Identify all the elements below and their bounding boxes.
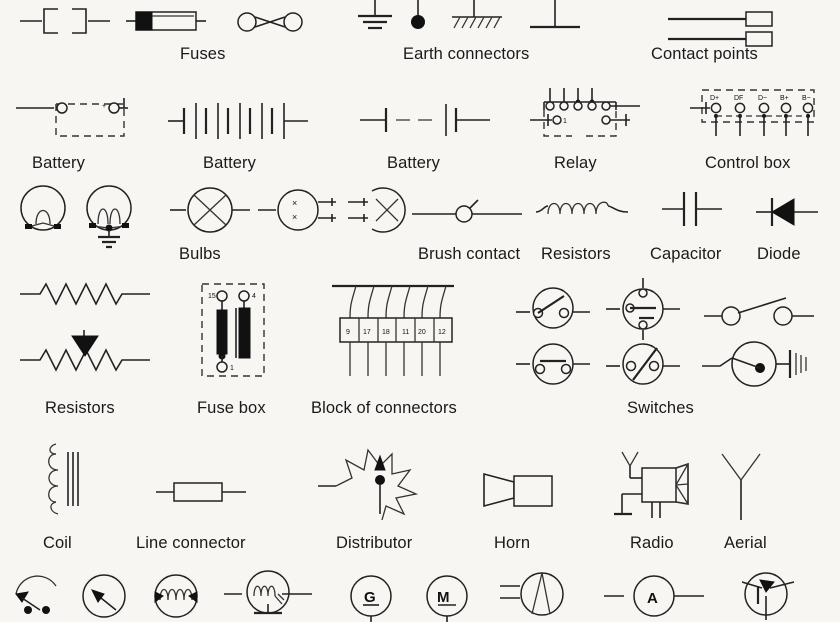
contact-breaker-symbol	[6, 572, 68, 620]
terminal-label-d-minus: D−	[758, 95, 767, 102]
terminal-label-b-minus: B−	[802, 95, 811, 102]
bulb-double-cross-symbol: × ×	[258, 186, 342, 234]
gauge-needle-symbol	[78, 574, 130, 622]
caption-coil: Coil	[43, 534, 72, 552]
earth-hatched-symbol	[350, 0, 400, 34]
solenoid-in-circle-symbol	[146, 574, 206, 622]
fuse-bowtie-symbol	[236, 10, 304, 34]
aerial-symbol	[712, 452, 772, 522]
battery-multi-cell-symbol	[168, 100, 308, 142]
battery-box-symbol: +	[16, 96, 142, 144]
fuse-box-symbol: 15 4 1	[198, 282, 268, 380]
block-of-connectors-symbol: 9 17 18 11 20 12	[328, 280, 470, 380]
caption-distributor: Distributor	[336, 534, 413, 552]
contact-points-symbol-pair	[660, 10, 790, 50]
bulb-single-filament-symbol	[14, 182, 72, 238]
radio-symbol	[608, 451, 694, 522]
switch-single-pole-symbol	[516, 284, 590, 332]
caption-control-box: Control box	[705, 154, 791, 172]
svg-text:12: 12	[438, 329, 446, 336]
brush-contact-symbol	[412, 194, 522, 226]
resistor-zigzag-symbol	[20, 278, 150, 310]
svg-text:9: 9	[346, 329, 350, 336]
battery-single-cell-symbol	[360, 102, 490, 138]
svg-text:×: ×	[292, 212, 297, 222]
svg-text:17: 17	[363, 329, 371, 336]
bulb-twin-filament-earthed-symbol	[78, 182, 140, 254]
distributor-symbol	[318, 448, 432, 521]
motor-symbol: M	[424, 574, 470, 622]
terminal-label-d-plus: D+	[710, 95, 719, 102]
svg-text:11: 11	[402, 329, 409, 336]
terminal-label-b-plus: B+	[780, 95, 789, 102]
caption-radio: Radio	[630, 534, 674, 552]
caption-bulbs: Bulbs	[179, 245, 221, 263]
relay-symbol: 1	[530, 88, 650, 144]
switch-closed-symbol	[516, 340, 590, 388]
caption-brush-contact: Brush contact	[418, 245, 521, 263]
caption-contact-points: Contact points	[651, 45, 758, 63]
caption-resistors-row3: Resistors	[541, 245, 611, 263]
caption-battery-3: Battery	[387, 154, 440, 172]
caption-battery-1: Battery	[32, 154, 85, 172]
svg-text:A: A	[647, 590, 658, 607]
caption-fuse-box: Fuse box	[197, 399, 266, 417]
caption-horn: Horn	[494, 534, 531, 552]
caption-switches: Switches	[627, 399, 694, 417]
fuse-cartridge-symbol	[126, 6, 206, 36]
svg-text:20: 20	[418, 329, 426, 336]
switch-diagonal-symbol	[606, 340, 680, 388]
fuse-bracket-right-symbol	[66, 4, 126, 38]
fuse-box-terminal-4: 4	[252, 293, 256, 300]
svg-text:1: 1	[563, 118, 567, 125]
caption-line-connector: Line connector	[136, 534, 246, 552]
caption-resistors-row4: Resistors	[45, 399, 115, 417]
resistor-variable-symbol	[20, 318, 150, 374]
transistor-symbol	[732, 570, 812, 620]
generator-symbol: G	[348, 574, 394, 622]
svg-text:M: M	[437, 589, 450, 606]
earth-dot-symbol	[400, 0, 436, 34]
svg-text:G: G	[364, 589, 376, 606]
caption-fuses: Fuses	[180, 45, 226, 63]
caption-block-of-connectors: Block of connectors	[311, 399, 457, 417]
svg-text:×: ×	[292, 198, 297, 208]
resistor-coil-symbol	[535, 192, 629, 224]
ammeter-symbol: A	[604, 574, 704, 622]
bulb-crossed-circle-symbol	[170, 186, 250, 234]
caption-earth-connectors: Earth connectors	[403, 45, 530, 63]
fuse-box-terminal-15: 15	[208, 293, 216, 300]
switch-earthed-symbol	[702, 338, 812, 390]
solenoid-earthed-symbol	[224, 570, 312, 620]
caption-diode: Diode	[757, 245, 801, 263]
fuse-box-terminal-1: 1	[230, 365, 234, 372]
line-connector-symbol	[156, 476, 246, 508]
earth-rake-symbol	[440, 0, 510, 34]
fuse-bracket-left-symbol	[18, 4, 78, 38]
svg-text:+: +	[102, 103, 106, 110]
wiper-motor-symbol	[500, 572, 572, 620]
capacitor-symbol	[662, 190, 722, 228]
bulb-half-circle-symbol	[348, 186, 418, 234]
control-box-symbol: D+ DF D− B+ B−	[690, 88, 824, 144]
caption-capacitor: Capacitor	[650, 245, 722, 263]
switch-open-gap-symbol	[704, 292, 814, 330]
caption-battery-2: Battery	[203, 154, 256, 172]
terminal-label-df: DF	[734, 95, 743, 102]
earth-bar-symbol	[522, 0, 588, 34]
caption-relay: Relay	[554, 154, 597, 172]
svg-text:18: 18	[382, 329, 390, 336]
horn-symbol	[478, 470, 558, 510]
diode-symbol	[756, 196, 818, 228]
caption-aerial: Aerial	[724, 534, 767, 552]
ignition-coil-symbol	[36, 440, 96, 520]
switch-four-way-symbol	[606, 278, 680, 340]
